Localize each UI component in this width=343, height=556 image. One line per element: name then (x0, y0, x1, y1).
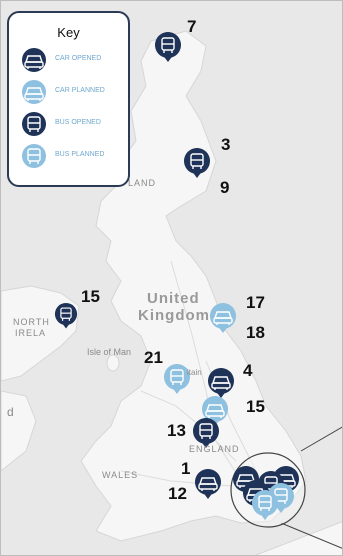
inset-line-top (300, 426, 342, 452)
key-item-car-planned: CAR PLANNED (21, 79, 126, 105)
count-label: 12 (168, 484, 187, 503)
map-label-britain: itain (187, 368, 202, 377)
car-icon (22, 80, 46, 104)
key-item-bus-planned: BUS PLANNED (21, 143, 126, 169)
key-item-label: CAR PLANNED (55, 87, 105, 94)
count-label: 9 (220, 178, 230, 197)
map-label-united: United (147, 290, 200, 307)
count-label: 15 (246, 397, 265, 416)
key-item-label: CAR OPENED (55, 55, 102, 62)
map-label-irela: IRELA (15, 328, 47, 338)
key-item-label: BUS OPENED (55, 119, 101, 126)
count-label: 15 (81, 287, 100, 306)
key-title: Key (57, 25, 80, 40)
great-britain-land (80, 30, 307, 542)
bus-icon (22, 112, 46, 136)
count-label: 18 (246, 323, 265, 342)
count-label: 21 (144, 348, 163, 367)
inset-line-bottom (280, 522, 342, 549)
key-item-label: BUS PLANNED (55, 151, 105, 158)
key-item-bus-opened: BUS OPENED (21, 111, 126, 137)
map-label-kingdom: Kingdom (138, 307, 210, 324)
car-icon (22, 48, 46, 72)
count-label: 17 (246, 293, 265, 312)
map-label-edge: d (7, 405, 14, 419)
count-label: 3 (221, 135, 231, 154)
count-label: 4 (243, 361, 253, 380)
map-label-north: NORTH (13, 317, 50, 327)
isle-of-man-land (106, 354, 120, 372)
map-label-isle-of-man: Isle of Man (87, 347, 132, 357)
count-label: 13 (167, 421, 186, 440)
map-key: Key CAR OPENED CAR PLANNED BUS OPENED (7, 11, 130, 187)
map-label-scotland: LAND (128, 178, 157, 188)
map-label-england: ENGLAND (189, 444, 240, 454)
france-land (254, 521, 342, 555)
key-item-car-opened: CAR OPENED (21, 47, 126, 73)
ireland-lower-land (1, 390, 37, 472)
bus-icon (22, 144, 46, 168)
map-label-wales: WALES (102, 470, 139, 480)
count-label: 1 (181, 459, 191, 478)
count-label: 7 (187, 17, 197, 36)
